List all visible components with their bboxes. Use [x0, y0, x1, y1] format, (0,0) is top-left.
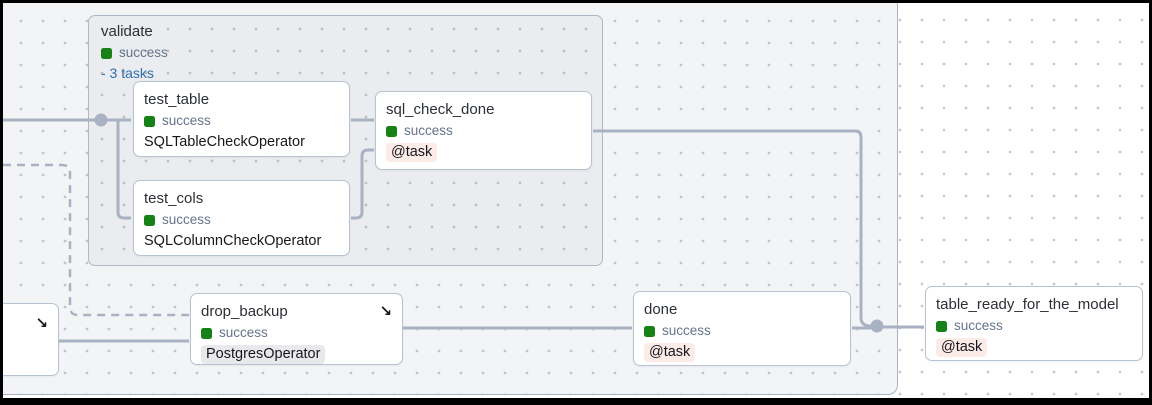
teardown-icon: ↘ [379, 302, 392, 320]
success-status-icon [144, 115, 155, 127]
task-node-test-table[interactable]: test_table success SQLTableCheckOperator [133, 81, 350, 157]
task-status: success [644, 322, 840, 340]
success-status-icon [201, 327, 212, 339]
task-title: done [644, 301, 678, 318]
task-title: drop_backup [201, 303, 288, 320]
teardown-icon: ↘ [35, 314, 48, 332]
task-operator-badge: PostgresOperator [201, 345, 326, 364]
success-status-icon [644, 325, 655, 337]
task-group-header: validate success - 3 tasks [101, 22, 168, 83]
success-status-icon [386, 125, 397, 137]
task-status: success [144, 211, 339, 229]
task-decorator-badge: @task [386, 143, 438, 162]
collapse-group-toggle[interactable]: - 3 tasks [101, 65, 154, 81]
task-decorator-badge: @task [644, 343, 696, 362]
success-status-icon [144, 214, 155, 226]
task-node-sql-check-done[interactable]: sql_check_done success @task [375, 91, 592, 170]
task-decorator-badge: @task [936, 338, 988, 357]
task-node-done[interactable]: done success @task [633, 291, 851, 366]
success-status-icon [101, 47, 112, 59]
task-operator-label: SQLColumnCheckOperator [144, 233, 322, 249]
task-status: success [144, 112, 339, 130]
task-group-status: success [101, 44, 168, 62]
task-title: sql_check_done [386, 101, 495, 118]
task-node-table-ready-for-the-model[interactable]: table_ready_for_the_model success @task [925, 286, 1143, 361]
success-status-icon [936, 320, 947, 332]
task-node-test-cols[interactable]: test_cols success SQLColumnCheckOperator [133, 180, 350, 256]
task-node-drop-backup[interactable]: drop_backup ↘ success PostgresOperator [190, 293, 403, 365]
task-status: success [386, 122, 581, 140]
task-group-title: validate [101, 23, 153, 40]
task-status: success [201, 324, 392, 342]
task-title: test_table [144, 91, 210, 108]
task-operator-label: SQLTableCheckOperator [144, 134, 305, 150]
task-title: test_cols [144, 190, 204, 207]
task-status: success [936, 317, 1132, 335]
task-title: table_ready_for_the_model [936, 296, 1119, 313]
task-node-partial-left[interactable]: ↘ [3, 303, 59, 376]
